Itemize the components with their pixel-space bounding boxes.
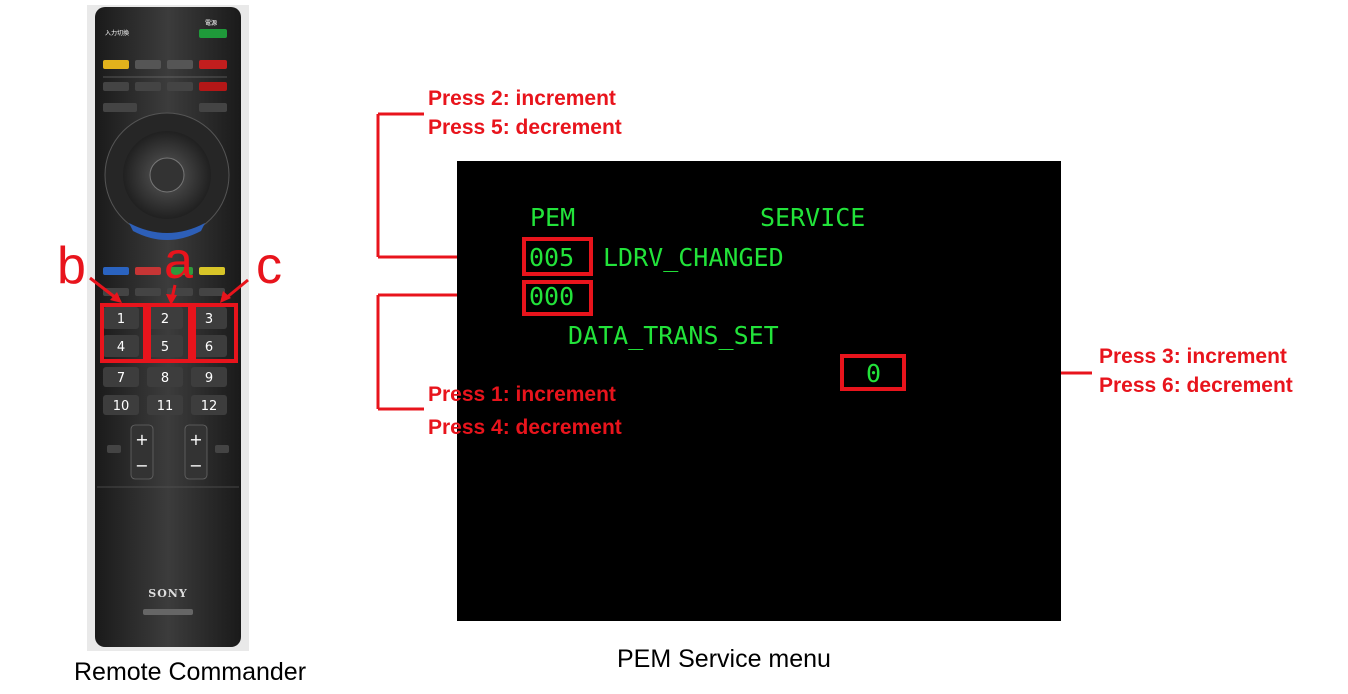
svg-text:+: + [135, 430, 148, 449]
key-3[interactable] [191, 307, 227, 329]
callout-letter-a: a [164, 232, 193, 290]
service-value: 000 [529, 282, 575, 311]
key-11[interactable] [147, 395, 183, 415]
key-label: 6 [205, 340, 213, 355]
key-label: 3 [205, 312, 213, 327]
key-label: 4 [117, 340, 125, 355]
highlight-pem-value [522, 237, 593, 276]
power-label: 電源 [205, 19, 217, 27]
key-label: 10 [113, 399, 130, 414]
svg-text:+: + [189, 430, 202, 449]
key-label: 11 [157, 399, 174, 414]
svg-text:−: − [189, 456, 202, 475]
screen-caption: PEM Service menu [617, 645, 831, 673]
header-service: SERVICE [760, 203, 866, 232]
callout-letter-b: b [57, 237, 86, 295]
enter-button[interactable] [149, 157, 185, 193]
pem-value: 005 [529, 243, 575, 272]
key-5[interactable] [147, 335, 183, 357]
highlight-data-value [840, 354, 906, 391]
highlight-column-c [192, 303, 238, 363]
key-10[interactable] [103, 395, 139, 415]
highlight-column-b [100, 303, 147, 363]
callout-letter-c: c [256, 237, 282, 295]
key-1[interactable] [103, 307, 139, 329]
note-top-decrement: Press 5: decrement [428, 116, 622, 139]
power-button[interactable] [199, 29, 227, 38]
note-middle-decrement: Press 4: decrement [428, 416, 622, 439]
key-label: 7 [117, 371, 125, 386]
key-label: 12 [201, 399, 218, 414]
key-7[interactable] [103, 367, 139, 387]
note-right-decrement: Press 6: decrement [1099, 374, 1293, 397]
number-keypad: 1 2 3 4 5 6 7 8 9 10 11 12 [103, 307, 227, 415]
key-label: 9 [205, 371, 213, 386]
channel-rocker[interactable] [184, 424, 208, 480]
key-8[interactable] [147, 367, 183, 387]
note-right-increment: Press 3: increment [1099, 345, 1287, 368]
key-label: 5 [161, 340, 169, 355]
key-2[interactable] [147, 307, 183, 329]
key-label: 8 [161, 371, 169, 386]
key-label: 2 [161, 312, 169, 327]
input-label: 入力切換 [105, 29, 129, 37]
key-12[interactable] [191, 395, 227, 415]
key-9[interactable] [191, 367, 227, 387]
svg-text:−: − [135, 456, 148, 475]
home-button[interactable] [129, 223, 205, 240]
note-top-increment: Press 2: increment [428, 87, 616, 110]
data-label: DATA_TRANS_SET [568, 321, 779, 350]
key-6[interactable] [191, 335, 227, 357]
brand-logo: SONY [148, 587, 187, 600]
volume-rocker[interactable] [130, 424, 154, 480]
highlight-column-a [147, 303, 192, 363]
note-middle-increment: Press 1: increment [428, 383, 616, 406]
service-name: LDRV_CHANGED [603, 243, 784, 272]
highlight-service-value [522, 280, 593, 316]
key-label: 1 [117, 312, 125, 327]
remote-caption: Remote Commander [74, 658, 307, 686]
remote-commander: 入力切換 電源 1 2 3 4 [87, 5, 249, 651]
data-value: 0 [866, 359, 882, 388]
key-4[interactable] [103, 335, 139, 357]
header-pem: PEM [530, 203, 576, 232]
